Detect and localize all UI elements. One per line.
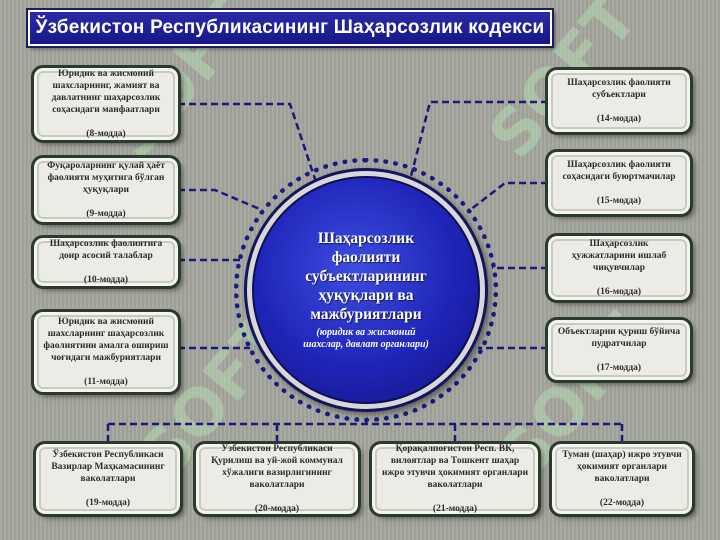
box-article: (14-модда) [596,114,642,124]
box-article-11: Юридик ва жисмоний шахсларнинг шаҳарсозл… [31,309,181,395]
box-text: Шаҳарсозлик фаолияти соҳасидаги буюртмач… [562,160,676,182]
box-article: (20-модда) [254,504,300,514]
connector-right-1 [406,100,548,189]
box-article-16: Шаҳарсозлик ҳужжатларини ишлаб чиқувчила… [545,233,693,303]
box-text: Шаҳарсозлик фаолиятига доир асосий талаб… [49,239,163,261]
center-circle-dotted-ring [234,158,498,422]
center-circle: Шаҳарсозлик фаолияти субъектларининг ҳуқ… [252,176,480,404]
box-text: Шаҳарсозлик ҳужжатларини ишлаб чиқувчила… [571,239,667,273]
box-article-15: Шаҳарсозлик фаолияти соҳасидаги буюртмач… [545,149,693,217]
box-article: (16-модда) [596,287,642,297]
box-text: Юридик ва жисмоний шахсларнинг шаҳарсозл… [43,317,169,363]
box-article-10: Шаҳарсозлик фаолиятига доир асосий талаб… [31,235,181,289]
box-article: (11-модда) [84,377,128,387]
page-title: Ўзбекистон Республикасининг Шаҳарсозлик … [26,8,554,48]
box-article-8: Юридик ва жисмоний шахсларнинг, жамият в… [31,65,181,143]
box-text: Қорақалпоғистон Респ. ВК, вилоятлар ва Т… [381,444,529,490]
box-article: (19-модда) [85,498,131,508]
box-article-21: Қорақалпоғистон Респ. ВК, вилоятлар ва Т… [369,441,541,517]
box-article-22: Туман (шаҳар) ижро этувчи ҳокимият орган… [549,441,695,517]
center-title: Шаҳарсозлик фаолияти субъектларининг ҳуқ… [305,230,427,323]
box-article: (21-модда) [432,504,478,514]
box-text: Туман (шаҳар) ижро этувчи ҳокимият орган… [562,450,682,484]
box-article-20: Ўзбекистон Республикаси Қурилиш ва уй-жо… [193,441,361,517]
box-article-17: Объектларни қуриш бўйича пудратчилар (17… [545,317,693,383]
box-article-9: Фуқароларнинг қулай ҳаёт фаолияти муҳити… [31,155,181,225]
center-subtitle: (юридик ва жисмоний шахслар, давлат орга… [303,327,429,350]
box-article: (10-модда) [83,275,129,285]
box-article-19: Ўзбекистон Республикаси Вазирлар Маҳкама… [33,441,183,517]
box-text: Ўзбекистон Республикаси Вазирлар Маҳкама… [51,450,165,484]
box-text: Ўзбекистон Республикаси Қурилиш ва уй-жо… [211,444,343,490]
box-article: (8-модда) [86,129,126,139]
box-article: (9-модда) [86,209,126,219]
box-article: (17-модда) [596,363,642,373]
box-text: Юридик ва жисмоний шахсларнинг, жамият в… [51,69,161,115]
box-text: Шаҳарсозлик фаолияти субъектлари [567,78,671,100]
box-text: Фуқароларнинг қулай ҳаёт фаолияти муҳити… [47,161,165,195]
box-article: (22-модда) [599,498,645,508]
connector-right-2 [469,181,548,211]
connector-left-1 [178,102,320,189]
box-article-14: Шаҳарсозлик фаолияти субъектлари (14-мод… [545,67,693,135]
box-text: Объектларни қуриш бўйича пудратчилар [557,327,681,349]
connector-left-2 [178,188,263,212]
box-article: (15-модда) [596,196,642,206]
